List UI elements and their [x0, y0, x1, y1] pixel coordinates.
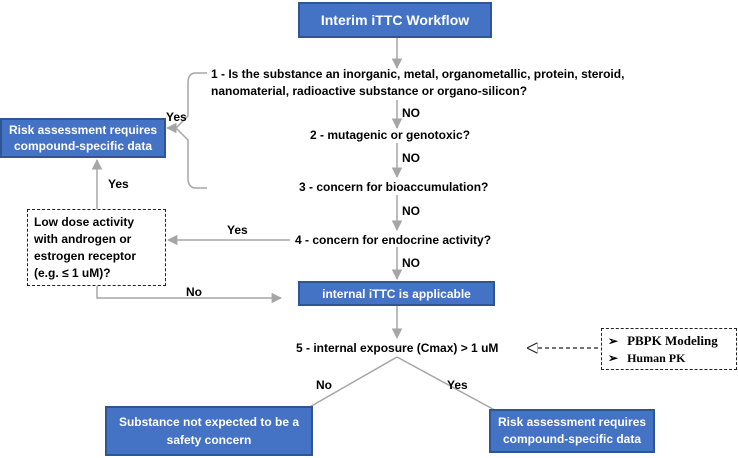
side-item-1: ➢ PBPK Modeling: [608, 332, 730, 350]
edge-label-no-2: NO: [402, 151, 420, 165]
low-dose-line1: Low dose activity: [34, 215, 135, 229]
edge-label-yes-q5: Yes: [447, 378, 468, 392]
question-1-line1: 1 - Is the substance an inorganic, metal…: [211, 67, 625, 81]
title-text: Interim iTTC Workflow: [320, 12, 470, 28]
side-box-pbpk: ➢ PBPK Modeling ➢ Human PK: [601, 328, 737, 370]
edge-label-yes-bracket: Yes: [166, 110, 187, 124]
question-2: 2 - mutagenic or genotoxic?: [310, 128, 471, 142]
question-1-line2: nanomaterial, radioactive substance or o…: [211, 84, 528, 98]
low-dose-line2: with androgen or: [34, 232, 132, 246]
side-bullet-icon-2: ➢: [608, 351, 619, 365]
edge-label-no-3: NO: [402, 204, 420, 218]
question-3: 3 - concern for bioaccumulation?: [299, 180, 489, 194]
ittc-applicable-text: internal iTTC is applicable: [322, 286, 471, 301]
not-safety-concern-box: Substance not expected to be a safety co…: [105, 406, 313, 456]
arrow-lowdose-to-ittc: [96, 286, 283, 304]
low-dose-box: Low dose activity with androgen or estro…: [27, 209, 166, 286]
bracket-q1-q3: [174, 72, 207, 189]
not-concern-line1: Substance not expected to be a: [118, 415, 300, 429]
ittc-applicable-box: internal iTTC is applicable: [298, 281, 495, 306]
edge-label-yes-q4: Yes: [227, 223, 248, 237]
question-5: 5 - internal exposure (Cmax) > 1 uM: [296, 341, 499, 355]
low-dose-line3: estrogen receptor: [34, 249, 137, 263]
question-4: 4 - concern for endocrine activity?: [295, 233, 492, 247]
side-item-2-text: Human PK: [627, 351, 686, 365]
low-dose-line4: (e.g. ≤ 1 uM)?: [34, 266, 111, 280]
side-item-1-text: PBPK Modeling: [627, 333, 718, 348]
question-1: 1 - Is the substance an inorganic, metal…: [211, 66, 731, 100]
edge-label-no-q5: No: [316, 378, 332, 392]
risk-assessment-box-bottom: Risk assessment requires compound-specif…: [489, 409, 655, 453]
edge-label-no-lowdose: No: [186, 285, 202, 299]
title-box: Interim iTTC Workflow: [298, 2, 492, 38]
side-item-2: ➢ Human PK: [608, 350, 730, 367]
risk-bottom-line1: Risk assessment requires: [497, 415, 647, 429]
risk-top-line2: compound-specific data: [13, 139, 153, 153]
side-bullet-icon-1: ➢: [608, 334, 619, 348]
risk-assessment-box-top: Risk assessment requires compound-specif…: [0, 118, 166, 158]
edge-label-no-4: NO: [402, 256, 420, 270]
edge-label-yes-up: Yes: [108, 177, 129, 191]
edge-label-no-1: NO: [402, 106, 420, 120]
risk-top-line1: Risk assessment requires: [8, 123, 158, 137]
risk-bottom-line2: compound-specific data: [502, 432, 642, 446]
not-concern-line2: safety concern: [166, 433, 252, 447]
